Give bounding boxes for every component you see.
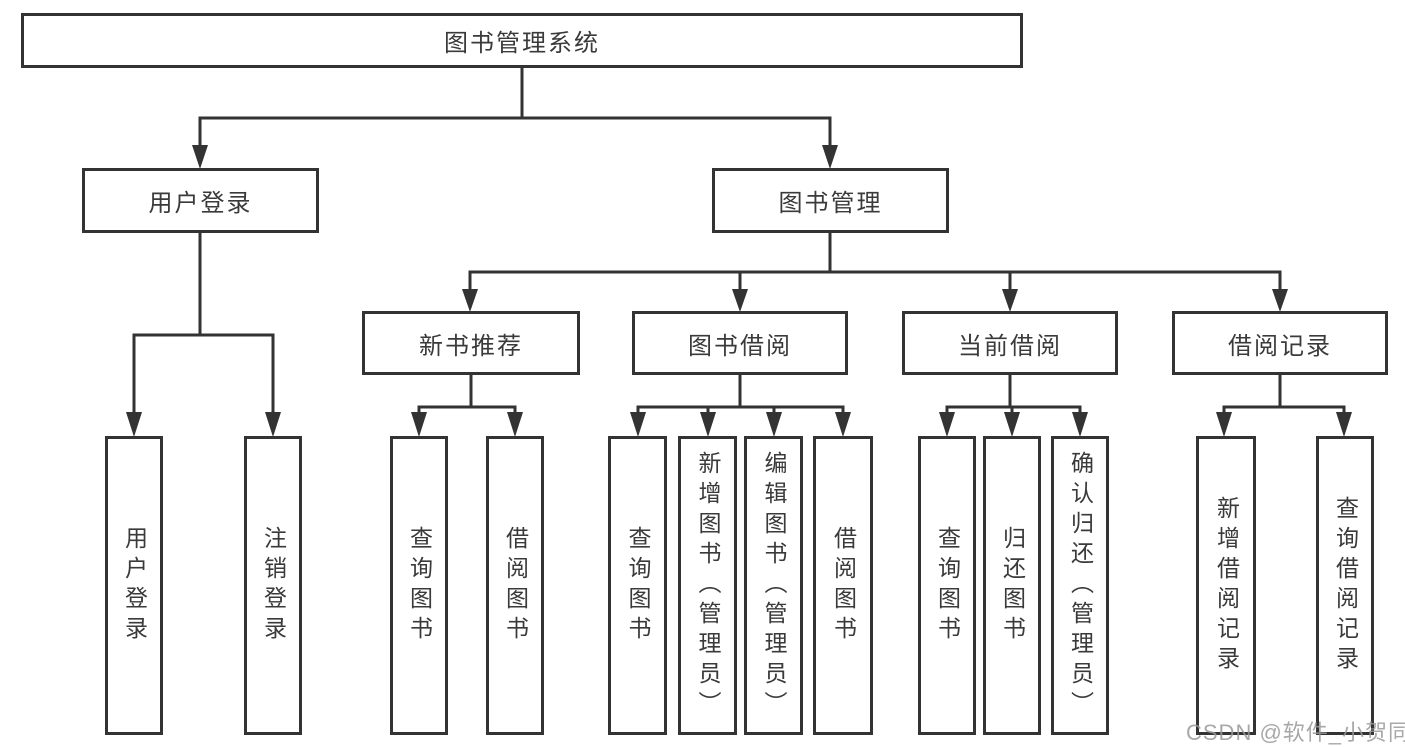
leaf-query-books-current-label: 查询图书 <box>934 525 961 646</box>
node-user-login: 用户登录 <box>82 168 319 233</box>
leaf-query-books-borrow: 查询图书 <box>608 436 667 735</box>
node-new-book-recommend-label: 新书推荐 <box>419 332 523 360</box>
leaf-user-login-label: 用户登录 <box>121 525 148 646</box>
leaf-borrow-books-label: 借阅图书 <box>830 525 857 646</box>
node-borrow-records: 借阅记录 <box>1172 311 1388 375</box>
leaf-query-books-recommend: 查询图书 <box>390 436 448 735</box>
node-current-borrow: 当前借阅 <box>902 311 1118 375</box>
node-root-label: 图书管理系统 <box>444 30 600 57</box>
node-book-borrow-label: 图书借阅 <box>688 332 792 360</box>
leaf-logout: 注销登录 <box>244 436 302 735</box>
node-current-borrow-label: 当前借阅 <box>958 332 1062 360</box>
node-book-borrow: 图书借阅 <box>632 311 848 375</box>
leaf-edit-books-admin: 编辑图书（管理员） <box>744 436 803 735</box>
leaf-add-books-admin-label: 新增图书（管理员） <box>695 450 721 721</box>
leaf-return-books: 归还图书 <box>983 436 1041 735</box>
leaf-query-borrow-record: 查询借阅记录 <box>1316 436 1374 735</box>
leaf-query-borrow-record-label: 查询借阅记录 <box>1332 495 1359 676</box>
leaf-query-books-borrow-label: 查询图书 <box>625 525 651 646</box>
node-book-management: 图书管理 <box>712 168 949 233</box>
leaf-borrow-books: 借阅图书 <box>813 436 873 735</box>
leaf-borrow-books-recommend-label: 借阅图书 <box>502 525 529 646</box>
leaf-query-books-recommend-label: 查询图书 <box>406 525 433 646</box>
node-borrow-records-label: 借阅记录 <box>1228 332 1332 360</box>
leaf-add-borrow-record-label: 新增借阅记录 <box>1213 495 1240 676</box>
leaf-confirm-return-admin: 确认归还（管理员） <box>1051 436 1109 735</box>
leaf-return-books-label: 归还图书 <box>999 525 1026 646</box>
leaf-query-books-current: 查询图书 <box>918 436 976 735</box>
node-root-system: 图书管理系统 <box>21 13 1023 68</box>
csdn-watermark: CSDN @软件_小贺同学 <box>1186 720 1405 745</box>
leaf-confirm-return-admin-label: 确认归还（管理员） <box>1067 450 1094 721</box>
leaf-user-login: 用户登录 <box>105 436 163 735</box>
leaf-borrow-books-recommend: 借阅图书 <box>486 436 544 735</box>
leaf-logout-label: 注销登录 <box>260 525 287 646</box>
leaf-add-books-admin: 新增图书（管理员） <box>678 436 737 735</box>
node-new-book-recommend: 新书推荐 <box>362 311 580 375</box>
leaf-add-borrow-record: 新增借阅记录 <box>1196 436 1256 735</box>
node-user-login-label: 用户登录 <box>148 190 253 217</box>
leaf-edit-books-admin-label: 编辑图书（管理员） <box>761 450 787 721</box>
node-book-management-label: 图书管理 <box>778 190 883 217</box>
